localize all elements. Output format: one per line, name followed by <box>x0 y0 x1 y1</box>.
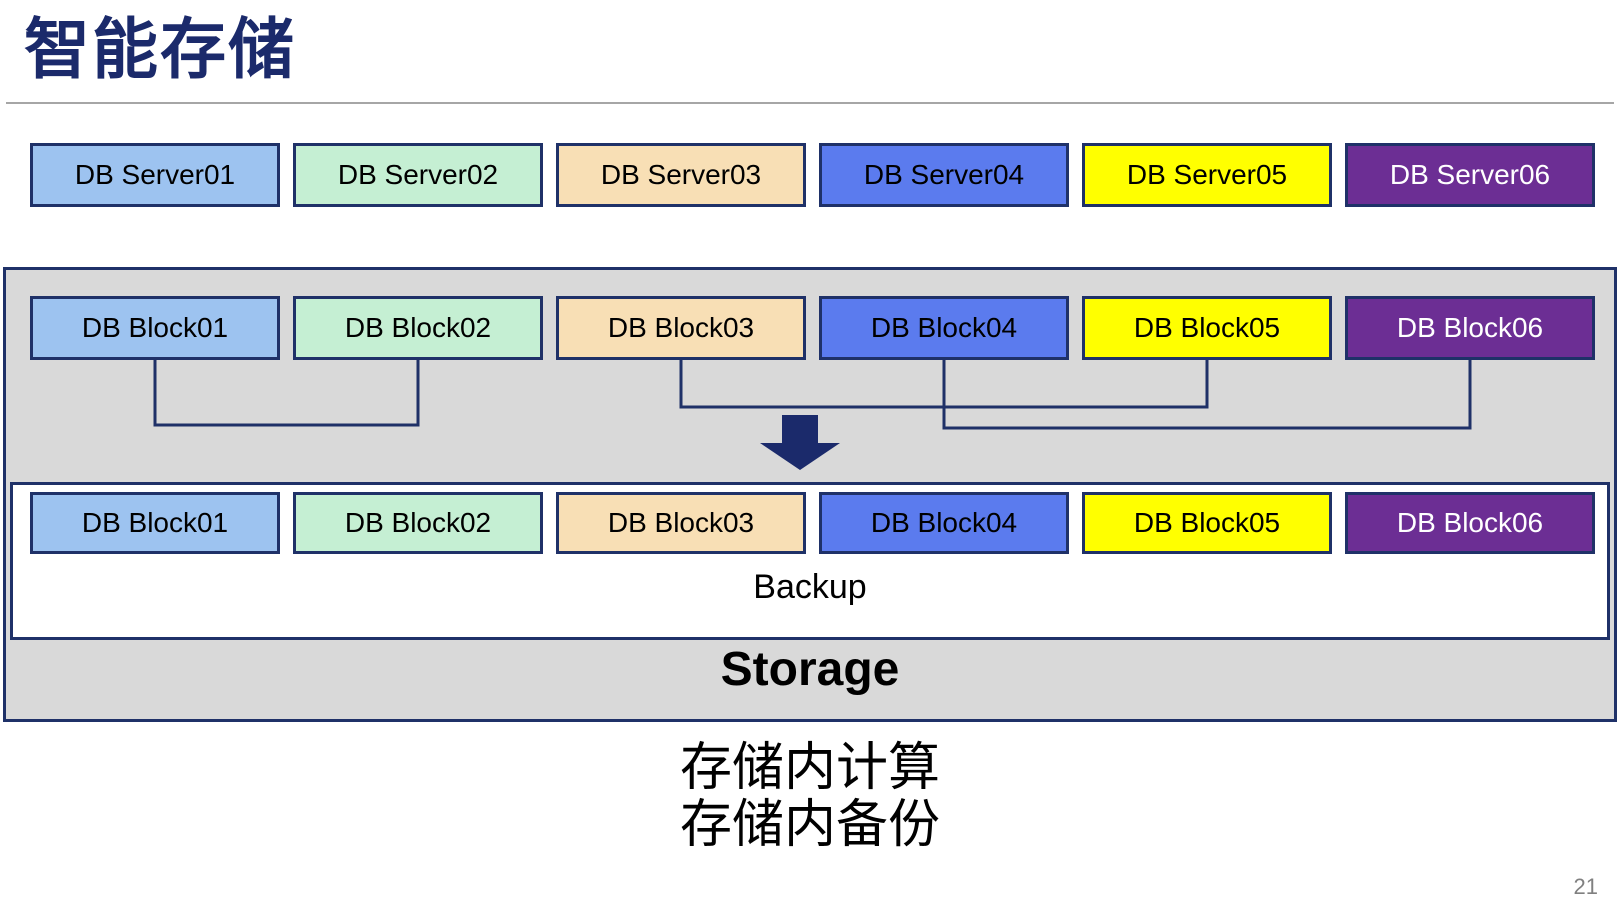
db-block-box: DB Block01 <box>30 492 280 554</box>
db-server-box: DB Server06 <box>1345 143 1595 207</box>
db-server-row: DB Server01 DB Server02 DB Server03 DB S… <box>30 143 1596 207</box>
db-server-label: DB Server06 <box>1389 159 1551 190</box>
db-block-label: DB Block03 <box>607 507 755 538</box>
db-block-label: DB Block06 <box>1396 312 1544 343</box>
db-block-label: DB Block05 <box>1133 312 1281 343</box>
db-block-box: DB Block01 <box>30 296 280 360</box>
db-block-box: DB Block06 <box>1345 296 1595 360</box>
db-server-box: DB Server01 <box>30 143 280 207</box>
db-block-label: DB Block01 <box>81 312 229 343</box>
footer-note: 存储内计算 存储内备份 <box>0 740 1620 854</box>
db-block-box: DB Block02 <box>293 492 543 554</box>
page-number: 21 <box>1573 874 1598 899</box>
db-block-box: DB Block02 <box>293 296 543 360</box>
db-block-box: DB Block06 <box>1345 492 1595 554</box>
db-block-label: DB Block01 <box>81 507 229 538</box>
db-block-label: DB Block05 <box>1133 507 1281 538</box>
db-block-box: DB Block04 <box>819 492 1069 554</box>
db-server-label: DB Server04 <box>863 159 1025 190</box>
db-block-label: DB Block04 <box>870 312 1018 343</box>
db-block-label: DB Block04 <box>870 507 1018 538</box>
db-server-box: DB Server05 <box>1082 143 1332 207</box>
db-block-label: DB Block03 <box>607 312 755 343</box>
db-block-box: DB Block03 <box>556 492 806 554</box>
db-block-box: DB Block03 <box>556 296 806 360</box>
footer-note-line-1: 存储内计算 <box>679 739 940 797</box>
db-block-label: DB Block02 <box>344 507 492 538</box>
db-server-box: DB Server04 <box>819 143 1069 207</box>
storage-label: Storage <box>720 643 900 696</box>
db-block-label: DB Block02 <box>344 312 492 343</box>
db-server-label: DB Server05 <box>1126 159 1288 190</box>
page-title: 智能存储 <box>24 12 296 86</box>
db-block-box: DB Block05 <box>1082 492 1332 554</box>
backup-label: Backup <box>753 568 867 606</box>
db-block-box: DB Block05 <box>1082 296 1332 360</box>
db-server-label: DB Server03 <box>600 159 762 190</box>
db-block-row-top: DB Block01 DB Block02 DB Block03 DB Bloc… <box>30 296 1596 360</box>
db-server-box: DB Server02 <box>293 143 543 207</box>
db-block-box: DB Block04 <box>819 296 1069 360</box>
db-server-label: DB Server02 <box>337 159 499 190</box>
db-block-label: DB Block06 <box>1396 507 1544 538</box>
title-divider <box>6 102 1614 104</box>
db-server-label: DB Server01 <box>74 159 236 190</box>
db-server-box: DB Server03 <box>556 143 806 207</box>
footer-note-line-2: 存储内备份 <box>679 796 940 854</box>
db-block-row-backup: DB Block01 DB Block02 DB Block03 DB Bloc… <box>30 492 1596 554</box>
